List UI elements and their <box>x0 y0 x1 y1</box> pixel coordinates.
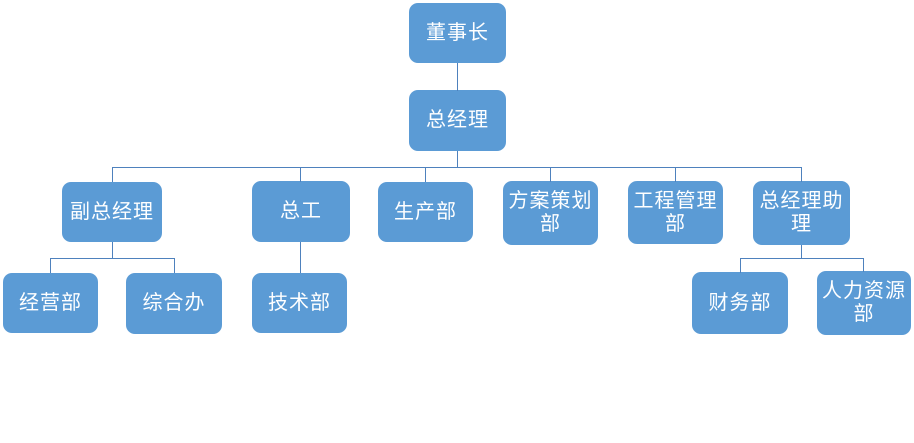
connector-level3-bus <box>112 167 802 168</box>
org-node-production-dept[interactable]: 生产部 <box>378 182 473 242</box>
connector-chairman-to-gm <box>457 63 458 91</box>
org-node-business-dept[interactable]: 经营部 <box>3 273 98 333</box>
org-node-general-office[interactable]: 综合办 <box>126 273 222 334</box>
connector-stub-engineering-mgmt <box>675 167 676 182</box>
connector-stub-gm-assistant <box>801 167 802 182</box>
org-node-gm-assistant[interactable]: 总经理助 理 <box>753 181 850 245</box>
connector-stub-production <box>425 167 426 182</box>
connector-stub-business-dept <box>50 258 51 273</box>
org-node-technology-dept[interactable]: 技术部 <box>252 273 347 333</box>
connector-deputy-gm-to-bus <box>112 242 113 258</box>
connector-stub-hr-dept <box>863 258 864 272</box>
connector-deputy-gm-bus <box>50 258 174 259</box>
connector-stub-chief-engineer <box>300 167 301 182</box>
org-node-planning-dept[interactable]: 方案策划 部 <box>503 181 598 245</box>
org-node-finance-dept[interactable]: 财务部 <box>692 272 788 334</box>
org-node-deputy-general-manager[interactable]: 副总经理 <box>62 182 162 242</box>
connector-stub-planning <box>550 167 551 182</box>
connector-gm-assistant-bus <box>740 258 864 259</box>
connector-chief-eng-to-tech <box>300 242 301 273</box>
connector-gm-assistant-to-bus <box>801 245 802 258</box>
org-node-hr-dept[interactable]: 人力资源 部 <box>817 271 911 335</box>
connector-stub-deputy-gm <box>112 167 113 182</box>
connector-stub-finance-dept <box>740 258 741 273</box>
org-node-engineering-mgmt-dept[interactable]: 工程管理 部 <box>628 181 723 244</box>
connector-gm-to-bus <box>457 151 458 168</box>
org-node-chief-engineer[interactable]: 总工 <box>252 181 350 242</box>
org-node-chairman[interactable]: 董事长 <box>409 3 506 63</box>
org-node-general-manager[interactable]: 总经理 <box>409 90 506 151</box>
connector-stub-general-office <box>174 258 175 273</box>
